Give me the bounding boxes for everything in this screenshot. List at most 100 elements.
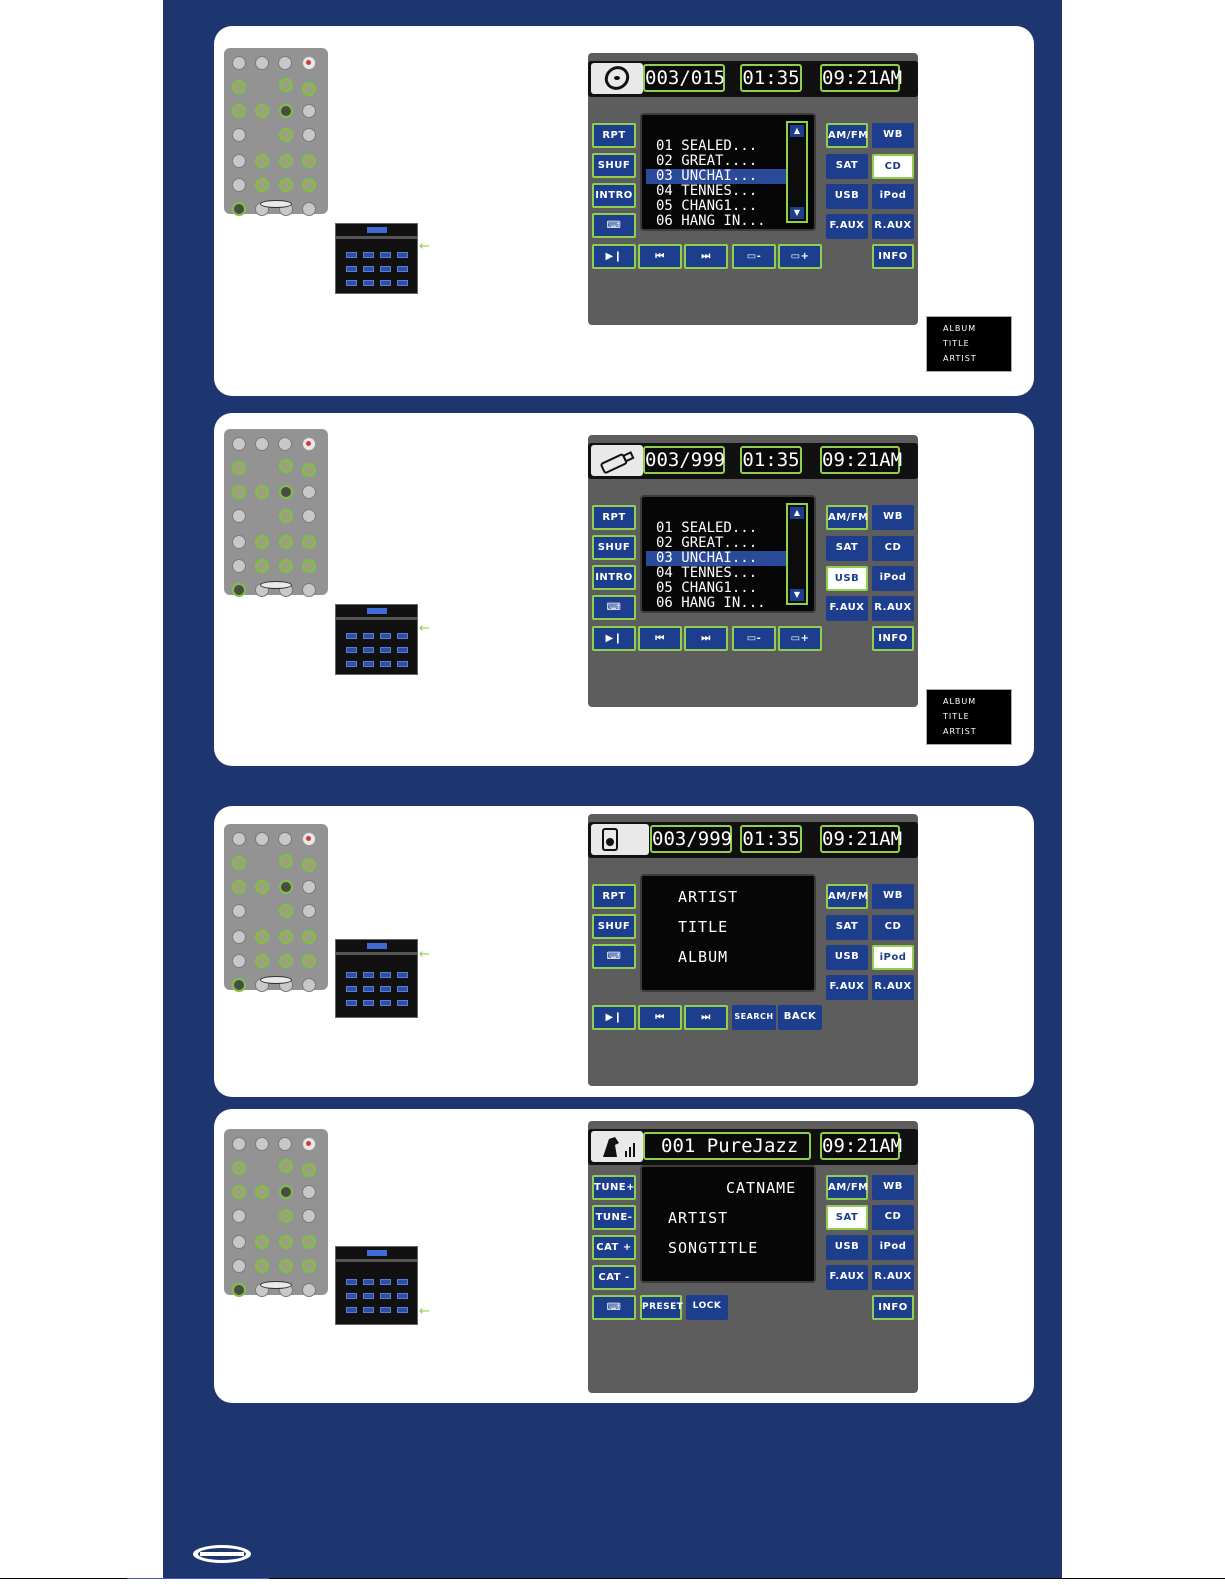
source-wb-button[interactable]: WB bbox=[872, 505, 914, 530]
remote-button[interactable] bbox=[232, 904, 246, 918]
source-r-aux-button[interactable]: R.AUX bbox=[872, 975, 914, 1000]
remote-mode-button[interactable] bbox=[232, 437, 246, 451]
remote-num-4[interactable] bbox=[255, 178, 269, 192]
cd-keypad-button[interactable]: ⌨ bbox=[592, 213, 636, 238]
cd-shuf-button[interactable]: SHUF bbox=[592, 153, 636, 178]
cd-next-button[interactable]: ⏭ bbox=[684, 244, 728, 269]
keypad-key[interactable] bbox=[380, 633, 391, 639]
keypad-key[interactable] bbox=[397, 647, 408, 653]
remote-mode-button[interactable] bbox=[232, 832, 246, 846]
remote-up-button[interactable] bbox=[279, 854, 293, 868]
source-f-aux-button[interactable]: F.AUX bbox=[826, 1265, 868, 1290]
remote-button[interactable] bbox=[232, 856, 246, 870]
keypad-key[interactable] bbox=[380, 266, 391, 272]
sat-keypad-button[interactable]: ⌨ bbox=[592, 1295, 636, 1320]
keypad-key[interactable] bbox=[346, 266, 357, 272]
keypad-key[interactable] bbox=[346, 280, 357, 286]
remote-down-button[interactable] bbox=[279, 509, 293, 523]
usb-play-pause-button[interactable]: ▶❙ bbox=[592, 626, 636, 651]
remote-up-button[interactable] bbox=[279, 1159, 293, 1173]
remote-band-button[interactable] bbox=[255, 832, 269, 846]
usb-info-button[interactable]: INFO bbox=[872, 626, 914, 651]
remote-num-5[interactable] bbox=[279, 559, 293, 573]
source-wb-button[interactable]: WB bbox=[872, 884, 914, 909]
remote-button[interactable] bbox=[232, 1185, 246, 1199]
keypad-key[interactable] bbox=[380, 280, 391, 286]
remote-num-1[interactable] bbox=[255, 535, 269, 549]
remote-left-button[interactable] bbox=[255, 880, 269, 894]
usb-keypad-button[interactable]: ⌨ bbox=[592, 595, 636, 620]
remote-num-3[interactable] bbox=[302, 1235, 316, 1249]
source-cd-button[interactable]: CD bbox=[872, 915, 914, 940]
cd-info-button[interactable]: INFO bbox=[872, 244, 914, 269]
remote-button[interactable] bbox=[232, 128, 246, 142]
remote-num-5[interactable] bbox=[279, 1259, 293, 1273]
keypad-key[interactable] bbox=[346, 1307, 357, 1313]
remote-button[interactable] bbox=[302, 1283, 316, 1297]
remote-num-2[interactable] bbox=[279, 930, 293, 944]
remote-mode-button[interactable] bbox=[232, 1137, 246, 1151]
keypad-key[interactable] bbox=[363, 280, 374, 286]
keypad-key[interactable] bbox=[363, 266, 374, 272]
sat-lock-button[interactable]: LOCK bbox=[686, 1295, 728, 1320]
remote-mute-button[interactable] bbox=[278, 56, 292, 70]
usb-next-button[interactable]: ⏭ bbox=[684, 626, 728, 651]
remote-button[interactable] bbox=[302, 880, 316, 894]
keypad-key[interactable] bbox=[363, 986, 374, 992]
list-item[interactable]: 04 TENNES... bbox=[656, 183, 758, 199]
ipod-rpt-button[interactable]: RPT bbox=[592, 884, 636, 909]
cd-play-pause-button[interactable]: ▶❙ bbox=[592, 244, 636, 269]
remote-button[interactable] bbox=[232, 485, 246, 499]
source-am-fm-button[interactable]: AM/FM bbox=[826, 123, 868, 148]
keypad-key[interactable] bbox=[346, 1000, 357, 1006]
keypad-key[interactable] bbox=[346, 1293, 357, 1299]
remote-button[interactable] bbox=[232, 509, 246, 523]
source-sat-button[interactable]: SAT bbox=[826, 536, 868, 561]
source-ipod-button[interactable]: iPod bbox=[872, 566, 914, 591]
scroll-down-icon[interactable]: ▼ bbox=[790, 207, 804, 219]
remote-button[interactable] bbox=[232, 1283, 246, 1297]
remote-button[interactable] bbox=[302, 202, 316, 216]
usb-scrollbar[interactable]: ▲ ▼ bbox=[786, 503, 808, 605]
remote-num-1[interactable] bbox=[255, 930, 269, 944]
sat-info-button[interactable]: INFO bbox=[872, 1295, 914, 1320]
keypad-key[interactable] bbox=[346, 647, 357, 653]
remote-button[interactable] bbox=[302, 904, 316, 918]
remote-button[interactable] bbox=[232, 535, 246, 549]
remote-button[interactable] bbox=[302, 128, 316, 142]
remote-power-button[interactable] bbox=[302, 437, 316, 451]
source-sat-button-active[interactable]: SAT bbox=[826, 1205, 868, 1230]
remote-num-6[interactable] bbox=[302, 1259, 316, 1273]
remote-button[interactable] bbox=[232, 202, 246, 216]
scroll-down-icon[interactable]: ▼ bbox=[790, 589, 804, 601]
remote-num-2[interactable] bbox=[279, 535, 293, 549]
remote-button[interactable] bbox=[302, 1185, 316, 1199]
scroll-up-icon[interactable]: ▲ bbox=[790, 125, 804, 137]
keypad-key[interactable] bbox=[397, 1000, 408, 1006]
remote-button[interactable] bbox=[232, 104, 246, 118]
keypad-key[interactable] bbox=[380, 1000, 391, 1006]
list-item[interactable]: 05 CHANG1... bbox=[656, 580, 758, 596]
remote-button[interactable] bbox=[232, 1259, 246, 1273]
remote-num-4[interactable] bbox=[255, 954, 269, 968]
ipod-next-button[interactable]: ⏭ bbox=[684, 1005, 728, 1030]
keypad-key[interactable] bbox=[363, 633, 374, 639]
remote-button[interactable] bbox=[232, 1209, 246, 1223]
remote-num-4[interactable] bbox=[255, 1259, 269, 1273]
remote-num-2[interactable] bbox=[279, 154, 293, 168]
remote-button[interactable] bbox=[232, 461, 246, 475]
keypad-key[interactable] bbox=[397, 252, 408, 258]
remote-num-6[interactable] bbox=[302, 954, 316, 968]
keypad-key[interactable] bbox=[397, 1307, 408, 1313]
usb-shuf-button[interactable]: SHUF bbox=[592, 535, 636, 560]
usb-rpt-button[interactable]: RPT bbox=[592, 505, 636, 530]
remote-button[interactable] bbox=[232, 583, 246, 597]
remote-num-3[interactable] bbox=[302, 535, 316, 549]
keypad-key[interactable] bbox=[380, 252, 391, 258]
ipod-shuf-button[interactable]: SHUF bbox=[592, 914, 636, 939]
keypad-key[interactable] bbox=[363, 1307, 374, 1313]
usb-folder-up-button[interactable]: ▭+ bbox=[778, 626, 822, 651]
list-item[interactable]: 01 SEALED... bbox=[656, 520, 758, 536]
remote-num-5[interactable] bbox=[279, 954, 293, 968]
keypad-key[interactable] bbox=[380, 1279, 391, 1285]
